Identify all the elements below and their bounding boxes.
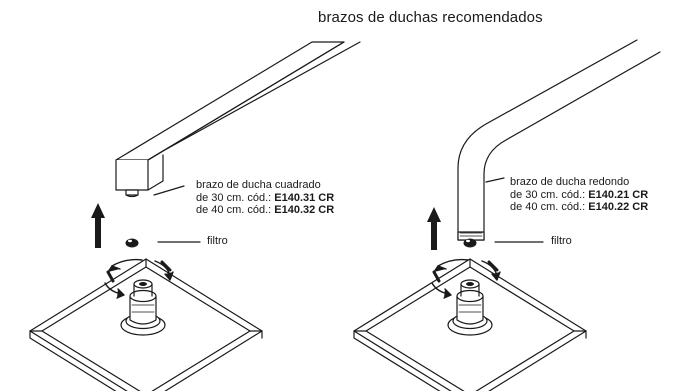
round-arm-30cm-text: de 30 cm. cód.: — [510, 188, 589, 201]
diagram-title: brazos de duchas recomendados — [318, 9, 543, 26]
square-shower-arm — [115, 41, 361, 198]
square-arm-leader-line — [153, 185, 185, 196]
rotation-arrows-icon — [431, 258, 501, 299]
square-arm-label: brazo de ducha cuadrado de 30 cm. cód.: … — [196, 179, 334, 217]
filter-label-right: filtro — [551, 235, 572, 247]
round-arm-30cm-line: de 30 cm. cód.: E140.21 CR — [510, 189, 648, 202]
filter-label-left: filtro — [207, 235, 228, 247]
arrow-up-icon — [427, 207, 441, 250]
round-arm-name: brazo de ducha redondo — [510, 176, 630, 188]
filter-disc — [463, 238, 477, 248]
square-shower-head — [353, 258, 587, 391]
round-arm-40cm-code: E140.22 CR — [588, 201, 649, 213]
square-arm-40cm-line: de 40 cm. cód.: E140.32 CR — [196, 204, 334, 217]
round-arm-label: brazo de ducha redondo de 30 cm. cód.: E… — [510, 176, 648, 214]
square-arm-30cm-text: de 30 cm. cód.: — [196, 191, 275, 204]
round-arm-30cm-code: E140.21 CR — [588, 188, 649, 201]
round-arm-40cm-text: de 40 cm. cód.: — [510, 201, 589, 213]
square-arm-40cm-code: E140.32 CR — [274, 204, 335, 216]
round-arm-40cm-line: de 40 cm. cód.: E140.22 CR — [510, 201, 648, 214]
arrow-up-icon — [91, 203, 105, 248]
round-arm-leader-line — [485, 177, 505, 183]
filter-disc — [125, 238, 139, 248]
square-shower-head — [29, 258, 263, 391]
rotation-arrows-icon — [104, 258, 174, 299]
square-arm-30cm-line: de 30 cm. cód.: E140.31 CR — [196, 192, 334, 205]
square-arm-30cm-code: E140.31 CR — [274, 191, 335, 204]
square-arm-40cm-text: de 40 cm. cód.: — [196, 204, 275, 216]
square-arm-name: brazo de ducha cuadrado — [196, 179, 321, 191]
